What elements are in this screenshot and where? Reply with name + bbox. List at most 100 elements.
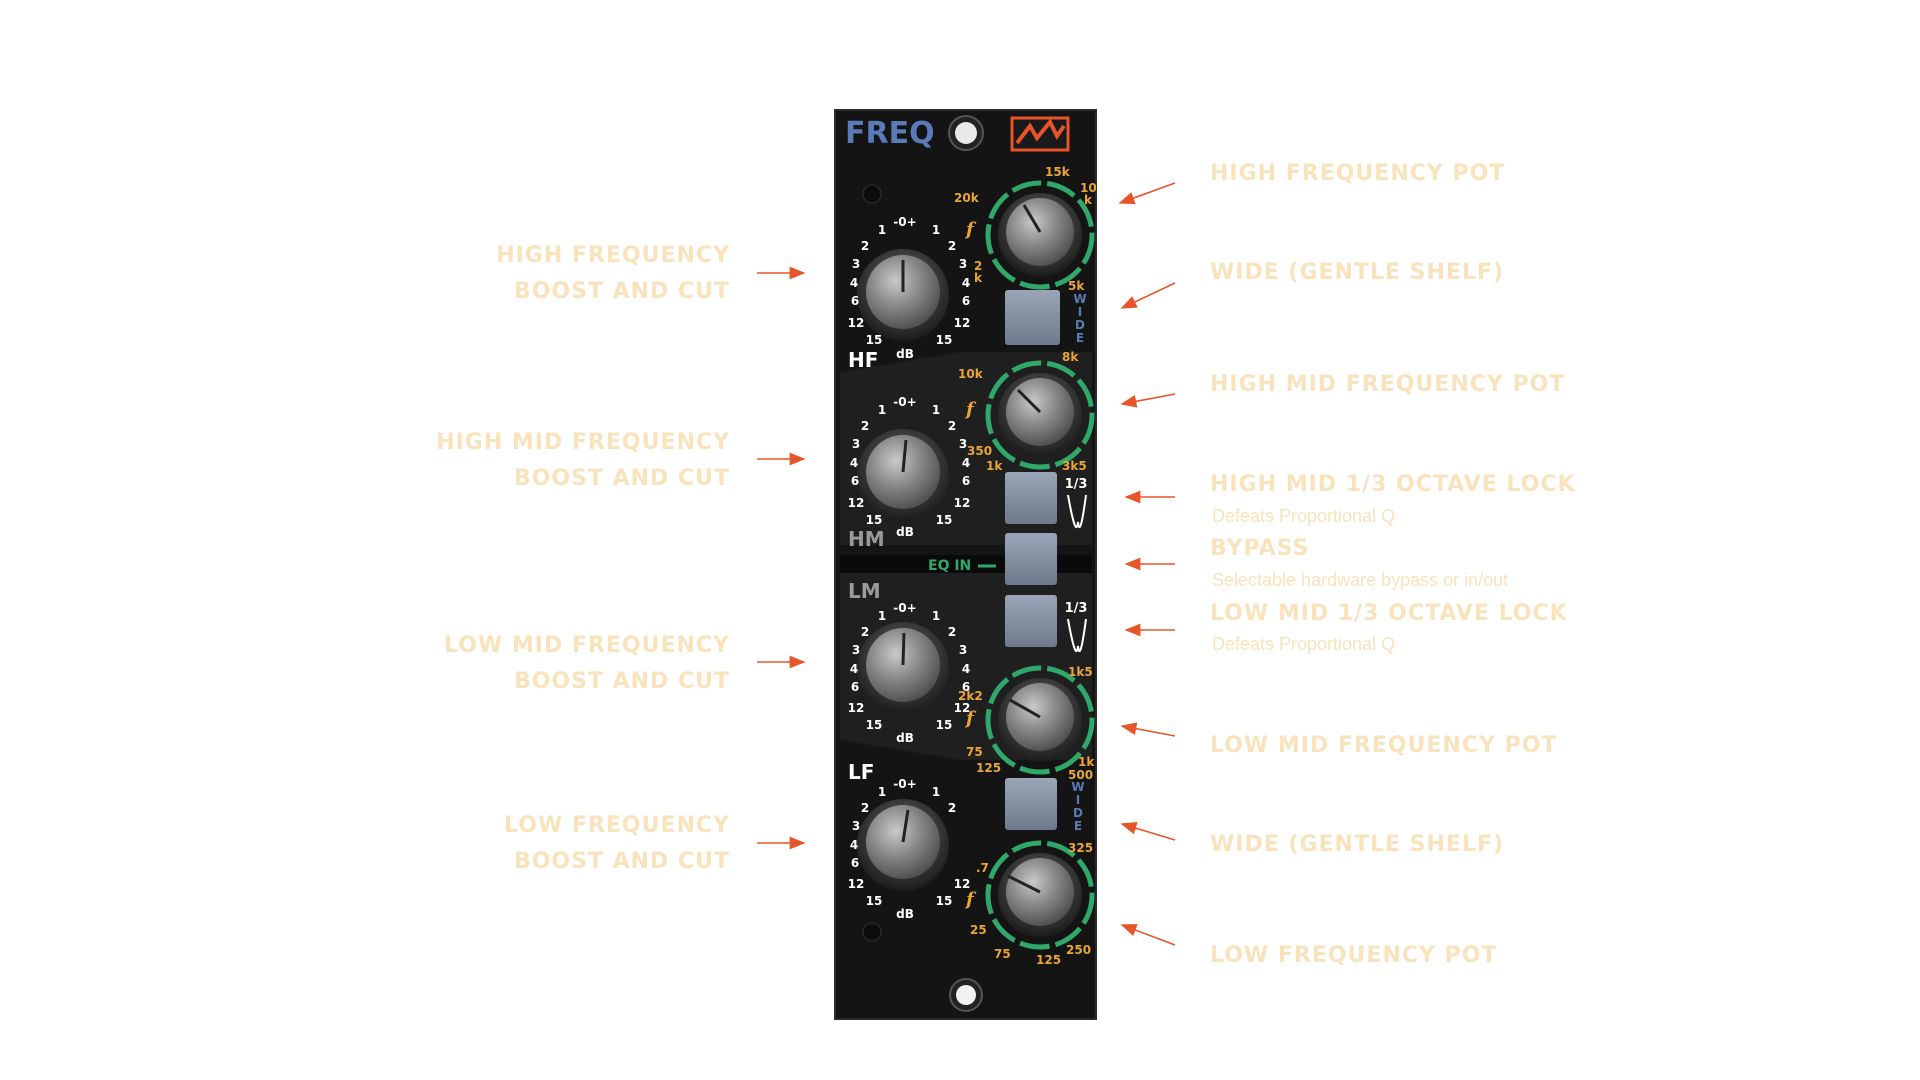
scale-4-left: 4 [850, 662, 858, 676]
hm-lock-callout: HIGH MID 1/3 OCTAVE LOCK [1210, 472, 1576, 497]
hf-gain-callout-line2: BOOST AND CUT [513, 279, 730, 304]
lf-freq-7: .7 [976, 861, 989, 875]
hm-pot-callout: HIGH MID FREQUENCY POT [1210, 372, 1566, 397]
hm-frequency-pot[interactable] [985, 360, 1095, 470]
scale-15-right: 15 [936, 333, 953, 347]
hf-gain-callout-line1: HIGH FREQUENCY [496, 243, 730, 268]
arrow-wide-top-icon [1120, 282, 1176, 309]
wide-top-letter-e: E [1076, 331, 1084, 345]
scale-6-right: 6 [962, 294, 970, 308]
wide-top-button[interactable] [1005, 290, 1060, 345]
lf-pot-callout: LOW FREQUENCY POT [1210, 943, 1498, 968]
scale-15-left: 15 [866, 333, 883, 347]
bypass-callout: BYPASS [1210, 536, 1310, 561]
panel-screw-icon [862, 184, 882, 204]
scale-2-left: 2 [861, 239, 869, 253]
scale-4-left: 4 [850, 838, 858, 852]
scale-2-left: 2 [861, 801, 869, 815]
scale-2-left: 2 [861, 625, 869, 639]
hf-gain-knob[interactable] [857, 249, 949, 341]
scale-4-left: 4 [850, 276, 858, 290]
scale-6-left: 6 [851, 474, 859, 488]
top-screw-hole-inner [955, 122, 977, 144]
scale-2-right: 2 [948, 625, 956, 639]
db-unit: dB [896, 347, 914, 361]
lf-freq-125: 125 [1036, 953, 1061, 967]
scale-3-left: 3 [852, 819, 860, 833]
hf-frequency-pot[interactable] [985, 180, 1095, 290]
scale-15-right: 15 [936, 513, 953, 527]
scale-6-right: 6 [962, 474, 970, 488]
hm-freq-3k5: 3k5 [1062, 459, 1087, 473]
hm-section-label: HM [848, 527, 885, 551]
lm-lock-callout: LOW MID 1/3 OCTAVE LOCK [1210, 601, 1568, 626]
scale-15-left: 15 [866, 513, 883, 527]
hm-freq-350: 350 [967, 444, 992, 458]
lm-freq-500: 500 [1068, 768, 1093, 782]
lm-third-label: 1/3 [1065, 601, 1088, 616]
hm-third-octave-button[interactable] [1005, 472, 1057, 524]
scale-6-right: 6 [962, 680, 970, 694]
scale-center: -0+ [893, 777, 916, 791]
scale-3-right: 3 [959, 643, 967, 657]
lm-freq-ring [985, 665, 1095, 775]
wide-bottom-letter-d: D [1073, 806, 1083, 820]
lf-gain-knob[interactable] [857, 799, 949, 891]
scale-6-left: 6 [851, 680, 859, 694]
scale-12-left: 12 [848, 877, 865, 891]
hm-freq-pointer [1016, 388, 1042, 414]
scale-3-left: 3 [852, 437, 860, 451]
scale-3-right: 3 [959, 257, 967, 271]
lf-gain-callout-line1: LOW FREQUENCY [504, 813, 730, 838]
db-unit: dB [896, 907, 914, 921]
wide-top-label: W I D E [1073, 292, 1086, 345]
scale-12-right: 12 [954, 316, 971, 330]
scale-12-left: 12 [848, 496, 865, 510]
hm-gain-callout: HIGH MID FREQUENCY BOOST AND CUT [436, 425, 730, 497]
wide-top-letter-d: D [1075, 318, 1085, 332]
brand-label: FREQ [845, 116, 935, 151]
wide-bottom-label: W I D E [1071, 780, 1084, 833]
scale-6-left: 6 [851, 856, 859, 870]
scale-1-right: 1 [932, 609, 940, 623]
lm-freq-1k: 1k [1078, 755, 1095, 769]
scale-2-right: 2 [948, 801, 956, 815]
bypass-button[interactable] [1005, 533, 1057, 585]
db-unit: dB [896, 731, 914, 745]
wide-bottom-letter-w: W [1071, 780, 1084, 794]
scale-center: -0+ [893, 395, 916, 409]
lf-freq-250: 250 [1066, 943, 1091, 957]
lf-frequency-pot[interactable] [985, 840, 1095, 950]
lm-freq-pointer [1009, 698, 1041, 719]
lf-freq-325: 325 [1068, 841, 1093, 855]
arrow-wide-bottom-icon [1120, 822, 1176, 841]
scale-12-right: 12 [954, 496, 971, 510]
lm-frequency-pot[interactable] [985, 665, 1095, 775]
wide-bottom-letter-i: I [1076, 793, 1080, 807]
lf-freq-25: 25 [970, 923, 987, 937]
wide-top-letter-i: I [1078, 305, 1082, 319]
wide-bottom-callout: WIDE (GENTLE SHELF) [1210, 832, 1505, 857]
lf-freq-labels: .7 325 25 75 125 250 f [964, 841, 1093, 967]
scale-1-left: 1 [878, 609, 886, 623]
scale-2-right: 2 [948, 239, 956, 253]
arrow-lf-pot-icon [1120, 924, 1176, 946]
lm-gain-scale: -0+ 1 1 2 2 3 3 4 4 6 6 12 12 15 15 dB [848, 601, 971, 745]
scale-center: -0+ [893, 215, 916, 229]
hm-gain-knob[interactable] [857, 429, 949, 521]
lm-freq-labels: 2k2 1k5 75 125 1k 500 f [958, 665, 1095, 782]
scale-3-left: 3 [852, 643, 860, 657]
lf-section-label: LF [848, 760, 874, 784]
hf-freq-10k: k [1084, 193, 1093, 207]
wide-bottom-button[interactable] [1005, 778, 1057, 830]
lm-third-octave-button[interactable] [1005, 595, 1057, 647]
lf-gain-callout: LOW FREQUENCY BOOST AND CUT [504, 808, 730, 880]
panel-screw-bottom-icon [862, 922, 882, 942]
lm-narrow-curve-icon [1067, 618, 1087, 653]
lm-gain-knob[interactable] [857, 622, 949, 714]
scale-12-left: 12 [848, 701, 865, 715]
eq-in-label: EQ IN [928, 558, 971, 574]
lm-pot-callout: LOW MID FREQUENCY POT [1210, 733, 1558, 758]
hm-freq-10k: 10k [958, 367, 984, 381]
